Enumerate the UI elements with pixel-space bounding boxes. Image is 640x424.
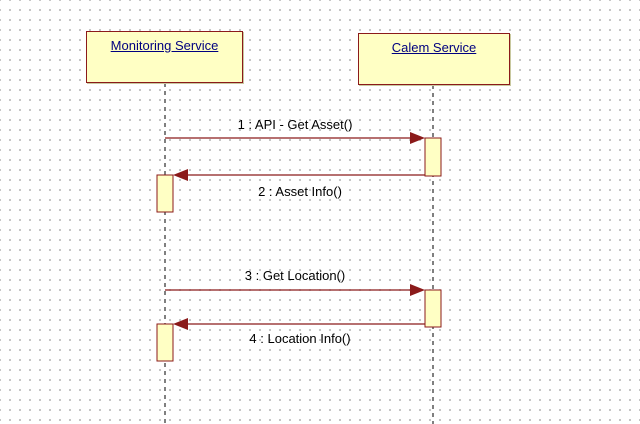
lifeline-calem-title: Calem Service: [391, 40, 477, 55]
message-label-2: 2 : Asset Info(): [258, 184, 342, 199]
message-label-1: 1 : API - Get Asset(): [237, 117, 353, 132]
activation-bar-calem-1[interactable]: [424, 137, 442, 177]
activation-bar-monitoring-2[interactable]: [156, 323, 174, 362]
activation-bar-calem-2[interactable]: [424, 289, 442, 328]
activation-bar-monitoring-1[interactable]: [156, 174, 174, 213]
lifeline-monitoring-box[interactable]: Monitoring Service: [86, 31, 243, 83]
message-arrow-1[interactable]: [165, 132, 425, 144]
message-label-4: 4 : Location Info(): [249, 331, 351, 346]
lifeline-monitoring-title: Monitoring Service: [110, 38, 219, 53]
message-arrow-2[interactable]: [173, 169, 425, 181]
message-arrow-4[interactable]: [173, 318, 425, 330]
message-label-3: 3 : Get Location(): [244, 268, 346, 283]
message-arrow-3[interactable]: [165, 284, 425, 296]
lifeline-calem-box[interactable]: Calem Service: [358, 33, 510, 85]
